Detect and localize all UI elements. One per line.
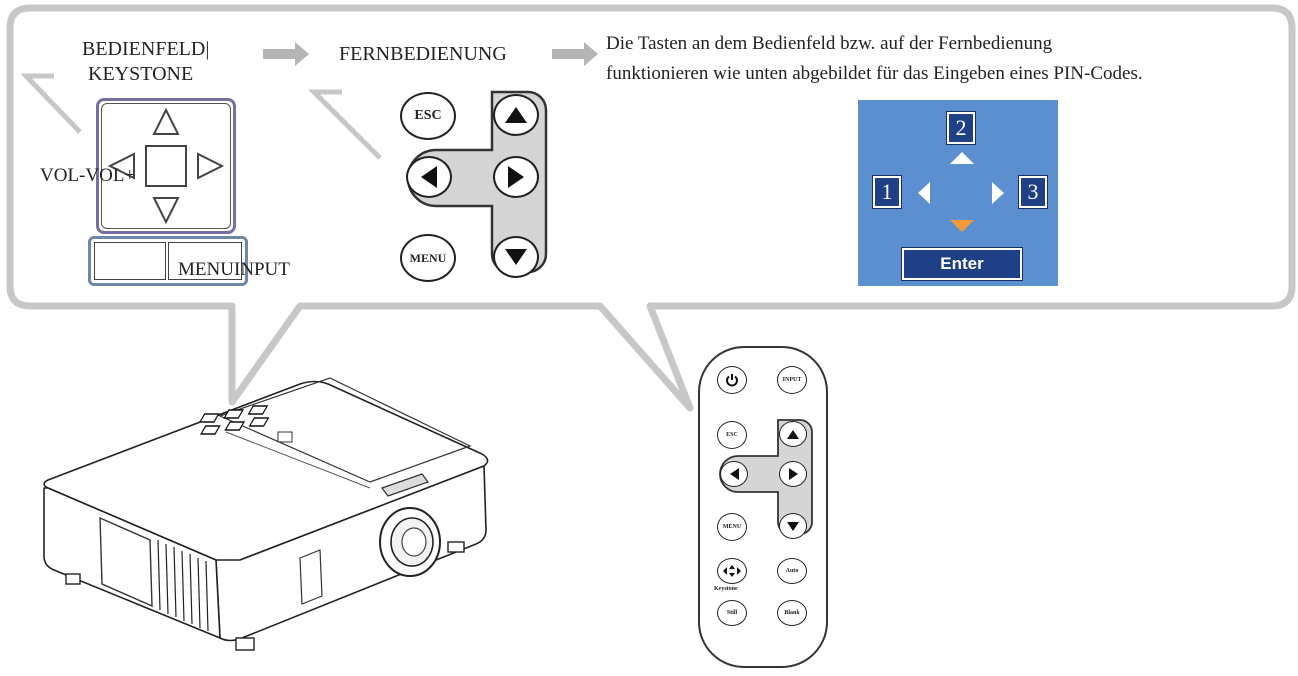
arrow-up-icon bbox=[950, 152, 974, 164]
small-remote-blank-button[interactable]: Blank bbox=[777, 600, 807, 626]
keystone-icon bbox=[723, 565, 741, 577]
small-remote-still-button[interactable]: Still bbox=[717, 600, 747, 626]
pin-digit-3[interactable]: 3 bbox=[1018, 175, 1048, 209]
description-line-2: funktionieren wie unten abgebildet für d… bbox=[606, 63, 1143, 84]
power-icon bbox=[726, 374, 738, 387]
arrow-down-icon bbox=[787, 521, 799, 531]
menu-button[interactable]: MENU bbox=[400, 234, 456, 282]
small-remote-down-button[interactable] bbox=[779, 513, 807, 539]
arrow-left-icon bbox=[729, 468, 739, 480]
small-remote-up-button[interactable] bbox=[779, 421, 807, 447]
up-button[interactable] bbox=[493, 94, 539, 136]
small-remote-menu-button[interactable]: MENU bbox=[717, 513, 747, 541]
small-remote-left-button[interactable] bbox=[720, 461, 748, 487]
arrow-right-icon bbox=[263, 42, 309, 66]
keystone-label: KEYSTONE bbox=[88, 63, 194, 85]
esc-button[interactable]: ESC bbox=[400, 92, 456, 140]
small-remote-esc-button[interactable]: ESC bbox=[717, 421, 747, 449]
small-remote-auto-button[interactable]: Auto bbox=[777, 558, 807, 584]
arrow-left-icon bbox=[107, 152, 135, 180]
input-button-panel[interactable] bbox=[168, 242, 242, 280]
pin-digit-1[interactable]: 1 bbox=[872, 175, 902, 209]
arrow-down-icon bbox=[152, 197, 180, 225]
arrow-up-icon bbox=[505, 107, 527, 123]
description-line-1: Die Tasten an dem Bedienfeld bzw. auf de… bbox=[606, 33, 1053, 54]
arrow-up-icon bbox=[152, 107, 180, 135]
arrow-right-icon bbox=[508, 166, 524, 188]
pin-enter-button[interactable]: Enter bbox=[901, 247, 1023, 281]
menu-button-panel[interactable] bbox=[94, 242, 166, 280]
bedienfeld-label: BEDIENFELD| bbox=[82, 38, 210, 60]
small-remote-right-button[interactable] bbox=[779, 461, 807, 487]
vol-label: VOL-VOL+ bbox=[40, 165, 136, 186]
keystone-caption: Keystone bbox=[714, 586, 738, 592]
arrow-right-icon bbox=[788, 468, 798, 480]
down-button[interactable] bbox=[493, 236, 539, 278]
arrow-left-icon bbox=[918, 182, 930, 204]
keypad-arrows bbox=[107, 107, 225, 225]
arrow-down-icon bbox=[505, 249, 527, 265]
menu-input-label: MENUINPUT bbox=[178, 259, 290, 280]
small-remote-power-button[interactable] bbox=[717, 366, 747, 394]
control-panel-keypad-inner bbox=[101, 103, 231, 229]
arrow-right-icon bbox=[992, 182, 1004, 204]
arrow-left-icon bbox=[421, 166, 437, 188]
fernbedienung-label: FERNBEDIENUNG bbox=[339, 43, 507, 65]
arrow-right-icon bbox=[197, 152, 225, 180]
small-remote-input-button[interactable]: INPUT bbox=[777, 366, 807, 394]
right-button[interactable] bbox=[493, 156, 539, 198]
left-button[interactable] bbox=[406, 156, 452, 198]
small-remote-keystone-button[interactable] bbox=[717, 558, 747, 584]
arrow-right-icon bbox=[552, 42, 598, 66]
projector-illustration bbox=[43, 377, 489, 651]
pin-digit-2[interactable]: 2 bbox=[946, 111, 976, 145]
arrow-up-icon bbox=[787, 429, 799, 439]
arrow-down-icon bbox=[950, 220, 974, 232]
